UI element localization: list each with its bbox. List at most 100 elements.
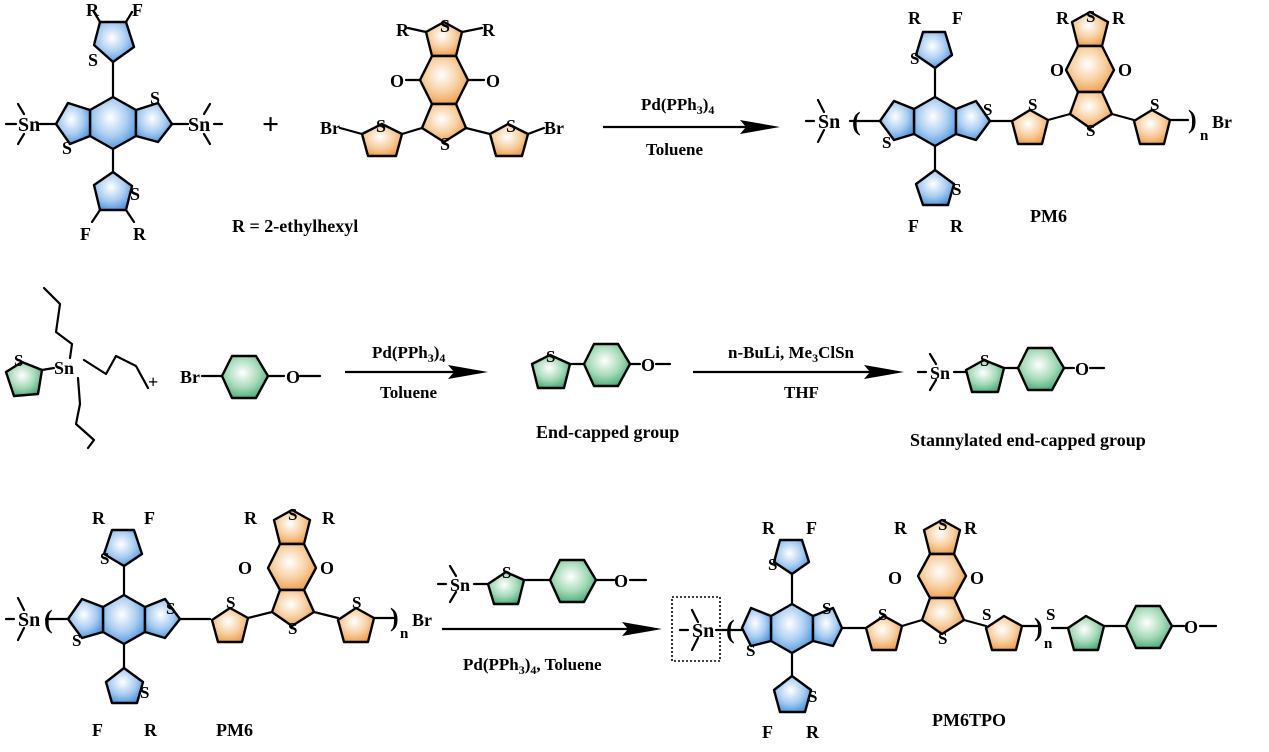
bdd-monomer: R S R O O S S S Br Br [320,16,564,158]
bdt-monomer: Sn Sn R F S S S S F R [4,0,224,244]
pm6-reactant: Sn ( ) n Br R F F R R R O O S S S S S S … [4,505,432,740]
bromoanisole: Br O [180,354,322,400]
bracket-open: ( [852,107,861,136]
s-label: S [288,505,297,524]
s-label: S [746,641,755,660]
reactant-label-pm6: PM6 [216,720,253,740]
thiophene-ring [143,597,182,640]
s-label: S [808,687,817,706]
s-label: S [88,50,98,70]
arrow-head [864,365,904,379]
thiophene-ring [740,606,773,648]
bracket-open: ( [44,605,53,634]
o-label: O [320,558,334,578]
r-label: R [894,518,908,538]
n-subscript: n [1044,636,1053,652]
n-subscript: n [400,626,409,642]
thiophene-ring [4,360,44,398]
s-label: S [1150,95,1159,114]
r-label: R [144,720,158,740]
r-label: R [908,8,922,28]
bracket-close: ) [390,603,399,632]
end-capped-group: S O [530,342,672,390]
s-label: S [882,133,891,152]
r-label: R [244,508,258,528]
sn-label: Sn [54,358,74,378]
benzene-ring [769,602,815,655]
thiophene-ring [984,614,1024,652]
f-label: F [806,518,817,538]
f-label: F [92,720,103,740]
quinone-ring [1064,44,1116,94]
thiophene-ring [772,674,813,714]
benzene-ring [1124,604,1174,650]
bracket-open: ( [726,615,735,644]
s-label: S [502,563,511,582]
benzene-ring [1016,346,1066,392]
arrow-head [622,622,662,636]
thiophene-ring [420,102,468,144]
thiophene-ring [210,606,250,644]
r-label: R [806,722,820,742]
thiophene-ring [270,588,316,628]
thiophene-ring [134,101,174,144]
arrow-solvent: Toluene [646,140,703,159]
o-label: O [888,568,902,588]
f-label: F [908,216,919,236]
thiophene-ring [54,101,92,146]
bracket-close: ) [1188,105,1197,134]
s-label: S [376,116,386,136]
s-label: S [150,88,160,108]
s-label: S [1046,605,1055,624]
benzene-ring [88,95,138,151]
bracket-close: ) [1034,613,1043,642]
s-label: S [352,593,361,612]
thiophene-ring [914,168,956,207]
br-label: Br [1212,112,1232,132]
plus-sign: + [262,108,279,141]
sn-label: Sn [18,114,40,136]
s-label: S [440,134,450,154]
s-label: S [14,351,23,370]
f-label: F [144,508,155,528]
arrow-solvent: Toluene [380,383,437,402]
s-label: S [166,599,175,618]
thiophene-ring [486,570,526,606]
s-label: S [938,515,947,534]
br-label: Br [180,367,200,387]
arrow-reagent: Pd(PPh3)4 [372,343,445,365]
s-label: S [140,683,149,702]
product-label-pm6: PM6 [1030,206,1067,226]
o-label: O [1118,60,1132,80]
thiophene-ring [964,358,1006,394]
s-label: S [130,184,140,204]
o-label: O [1184,617,1198,637]
thiophene-ring [1068,90,1114,130]
f-label: F [80,224,91,244]
r-label: R [86,0,100,20]
thiophene-ring [92,170,134,212]
s-label: S [100,549,109,568]
o-label: O [1075,359,1089,379]
s-label: S [288,619,297,638]
r-label: R [482,20,496,40]
s-label: S [226,593,235,612]
s-label: S [952,180,961,199]
o-label: O [970,568,984,588]
o-label: O [641,355,655,375]
s-label: S [546,347,555,366]
r-label: R [964,518,978,538]
sn-label: Sn [450,575,470,595]
thiophene-ring [1132,108,1172,146]
f-label: F [762,722,773,742]
s-label: S [1086,121,1095,140]
thiophene-ring [1066,614,1106,652]
r-label: R [133,224,147,244]
thiophene-ring [104,666,145,705]
s-label: S [506,116,516,136]
s-label: S [440,16,450,36]
arrow-conditions: Pd(PPh3)4, Toluene [463,655,602,677]
s-label: S [1086,7,1095,26]
s-label: S [982,605,991,624]
